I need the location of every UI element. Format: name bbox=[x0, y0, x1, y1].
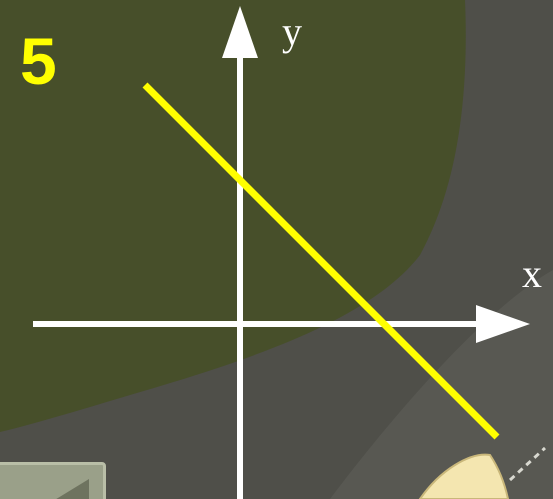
plotted-line bbox=[142, 82, 500, 440]
slide-number: 5 bbox=[20, 24, 57, 98]
x-axis-label: x bbox=[522, 251, 542, 296]
arrow-left-icon bbox=[53, 479, 89, 499]
pointing-hand-icon bbox=[418, 446, 547, 499]
y-axis-label: y bbox=[282, 9, 302, 54]
y-axis-arrowhead bbox=[222, 6, 258, 58]
x-axis-arrowhead bbox=[476, 305, 530, 343]
previous-slide-button[interactable] bbox=[0, 462, 106, 499]
